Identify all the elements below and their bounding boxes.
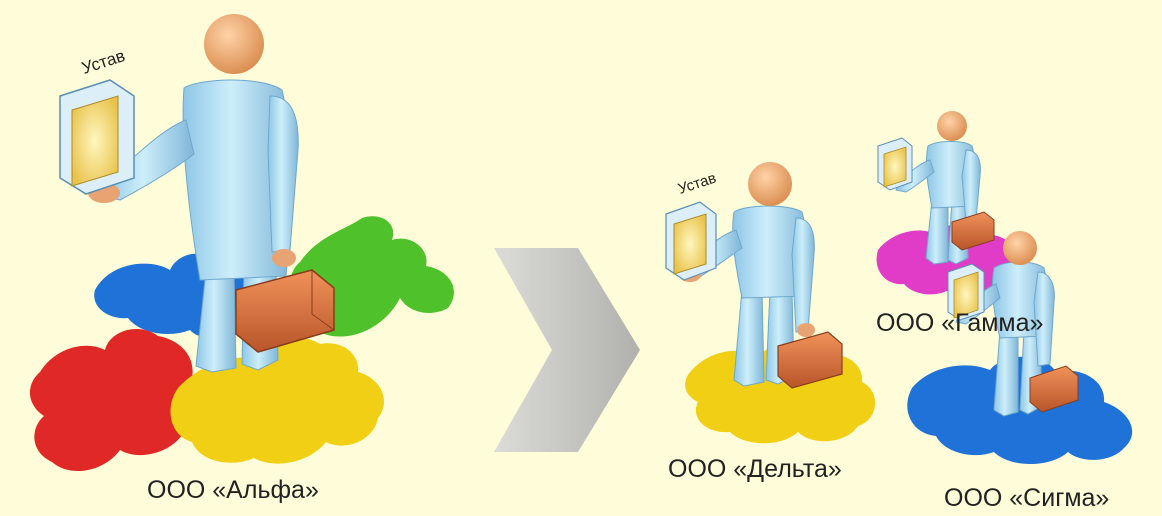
- sigma-label: ООО «Сигма»: [944, 484, 1110, 512]
- gamma-charter-document-icon: [877, 137, 913, 191]
- sigma-person-figure-icon: [955, 231, 1079, 417]
- alfa-label: ООО «Альфа»: [147, 476, 319, 504]
- gamma-label: ООО «Гамма»: [876, 309, 1044, 337]
- delta-label: ООО «Дельта»: [668, 455, 842, 483]
- delta-briefcase-icon: [777, 323, 843, 389]
- alfa-document-title: Устав: [79, 46, 127, 78]
- arrow-right-icon: [494, 248, 640, 452]
- gamma-briefcase-icon: [951, 211, 995, 251]
- gamma-person-figure-icon: [895, 111, 995, 265]
- delta-document-title: Устав: [676, 170, 718, 198]
- alfa-person-figure-icon: [88, 14, 335, 373]
- sigma-charter-document-icon: [947, 263, 985, 321]
- delta-charter-document-icon: Устав: [665, 170, 718, 281]
- alfa-charter-document-icon: Устав: [59, 46, 135, 195]
- sigma-briefcase-icon: [1029, 365, 1079, 413]
- delta-person-figure-icon: [679, 162, 843, 389]
- alfa-briefcase-icon: [235, 249, 335, 353]
